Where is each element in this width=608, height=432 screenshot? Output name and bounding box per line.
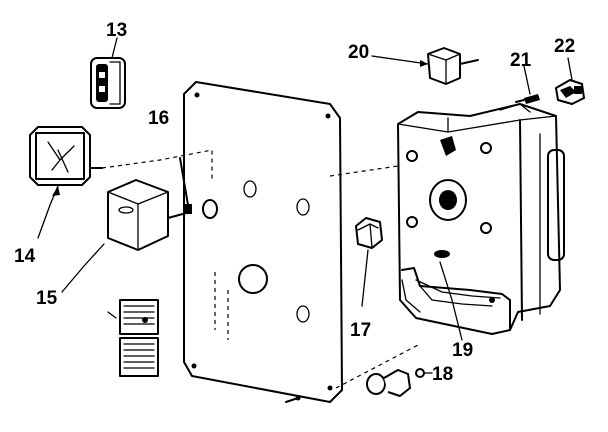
callout-14: 14 (14, 246, 36, 267)
leader-19 (439, 261, 463, 341)
callout-20: 20 (348, 42, 369, 63)
callout-15: 15 (36, 288, 58, 309)
dashed-route-top (329, 165, 399, 177)
vent-grilles (107, 299, 159, 377)
part-18-valve (366, 368, 433, 397)
main-housing (397, 103, 565, 335)
callout-19: 19 (452, 340, 473, 361)
part-15-control-box (107, 179, 191, 251)
part-22-bracket (555, 79, 585, 105)
leader-21 (523, 65, 531, 95)
leader-20 (371, 55, 429, 65)
callout-13: 13 (106, 20, 127, 41)
mounting-panel (183, 81, 343, 403)
part-16-screw (179, 157, 192, 214)
part-13-relay (90, 57, 126, 109)
panel-screw (285, 395, 301, 403)
part-14-thermostat (29, 126, 103, 186)
leader-15 (61, 243, 105, 293)
leader-13 (111, 37, 118, 59)
callout-22: 22 (554, 36, 575, 57)
leader-22 (567, 57, 573, 81)
callout-16: 16 (148, 108, 169, 129)
part-20-solenoid (427, 47, 479, 85)
part-17-nut (355, 217, 383, 249)
part-21-pin (515, 94, 540, 104)
callout-21: 21 (510, 50, 532, 71)
dashed-route-14 (101, 149, 213, 180)
leader-17 (361, 249, 369, 307)
callout-17: 17 (350, 320, 371, 341)
callout-18: 18 (432, 364, 453, 385)
